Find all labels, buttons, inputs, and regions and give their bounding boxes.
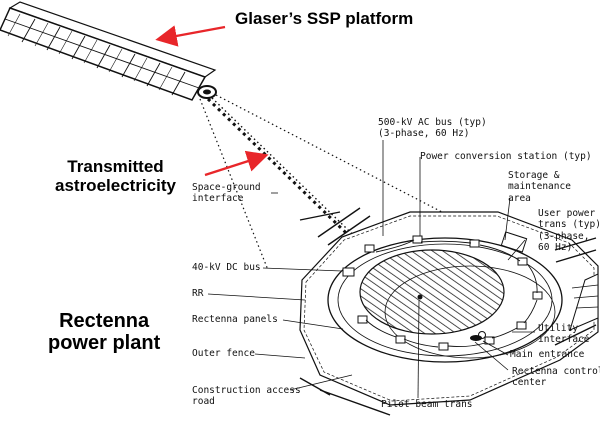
user-power-line-2: trans (typ) <box>538 219 600 231</box>
rectenna-site <box>299 207 599 416</box>
transmitted-astroelectricity-title: Transmitted astroelectricity <box>55 157 176 195</box>
utility-line-2: interface <box>538 334 590 346</box>
ssp-platform-title: Glaser’s SSP platform <box>235 9 414 28</box>
leader-lines <box>207 140 535 399</box>
rectenna-panels-label: Rectenna panels <box>192 314 278 325</box>
user-power-line-4: 60 Hz) <box>538 242 573 254</box>
ssp-platform-arrow <box>155 25 226 47</box>
ssp-platform <box>0 1 217 101</box>
storage-line-2: maintenance <box>508 181 571 193</box>
rectenna-line-1: Rectenna <box>59 310 150 332</box>
main-entrance-label: Main entrance <box>510 349 585 360</box>
control-center-line-1: Rectenna control <box>512 366 600 377</box>
dc-bus-label: 40-kV DC bus <box>192 262 261 273</box>
rectenna-line-2: power plant <box>48 332 161 355</box>
utility-interface-label: Utility interface <box>538 323 589 346</box>
construction-road-label: Construction access road <box>192 385 301 408</box>
construction-line-1: Construction access <box>192 385 301 396</box>
pilot-beam-label: Pilot beam trans <box>381 399 473 410</box>
user-power-line-3: (3-phase, <box>538 230 590 242</box>
space-ground-label: Space-ground interface <box>192 182 261 205</box>
space-ground-line-1: Space-ground <box>192 182 261 193</box>
utility-line-1: Utility <box>538 323 579 334</box>
outer-fence-label: Outer fence <box>192 348 255 359</box>
transmitted-arrow <box>204 150 269 177</box>
power-conversion-label: Power conversion station (typ) <box>420 151 592 162</box>
ac-bus-line-2: (3-phase, 60 Hz) <box>378 128 470 140</box>
ac-bus-label: 500-kV AC bus (typ) (3-phase, 60 Hz) <box>378 117 487 140</box>
rr-label: RR <box>192 288 204 299</box>
control-center-line-2: center <box>512 377 547 389</box>
transmitted-line-2: astroelectricity <box>55 176 176 196</box>
user-power-label: User power trans (typ) (3-phase, 60 Hz) <box>538 208 600 254</box>
storage-line-1: Storage & <box>508 170 560 181</box>
storage-line-3: area <box>508 192 531 204</box>
ac-bus-line-1: 500-kV AC bus (typ) <box>378 117 487 128</box>
control-center-label: Rectenna control center <box>512 366 600 389</box>
user-power-line-1: User power <box>538 208 596 219</box>
storage-area-label: Storage & maintenance area <box>508 170 571 204</box>
rectenna-power-plant-title: Rectenna power plant <box>48 310 160 355</box>
red-arrows <box>155 25 269 177</box>
construction-line-2: road <box>192 396 215 408</box>
transmitted-line-1: Transmitted <box>67 157 164 176</box>
space-ground-line-2: interface <box>192 193 244 205</box>
